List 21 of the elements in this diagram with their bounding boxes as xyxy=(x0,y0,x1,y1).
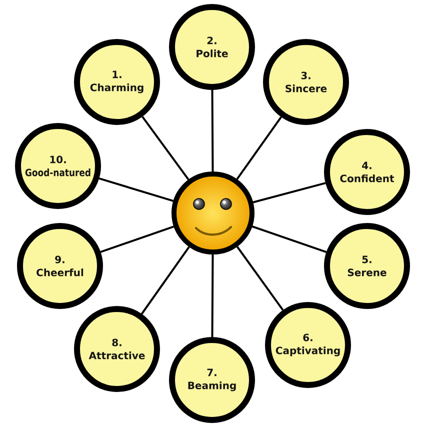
connector-line xyxy=(100,226,174,253)
circle-node: 5. Serene xyxy=(324,223,410,309)
circle-node: 6. Captivating xyxy=(265,302,351,388)
circle-node: 1. Charming xyxy=(74,39,160,125)
connector-line xyxy=(236,246,284,311)
circle-node: 9. Cheerful xyxy=(17,223,103,309)
connector-line xyxy=(211,254,214,338)
circle-node: 4. Confident xyxy=(324,129,410,215)
connector-line xyxy=(98,178,174,202)
connector-line xyxy=(252,182,326,204)
connector-line xyxy=(252,226,327,253)
connector-line xyxy=(211,90,214,172)
circle-node: 10. Good-natured xyxy=(15,123,101,209)
circle-node: 8. Attractive xyxy=(74,306,160,392)
smiley-face xyxy=(172,172,254,254)
circle-node: 7. Beaming xyxy=(169,337,255,423)
connector-line xyxy=(142,116,190,180)
circle-node: 2. Polite xyxy=(169,4,255,90)
circle-node: 3. Sincere xyxy=(263,39,349,125)
connector-line xyxy=(236,116,282,180)
connector-line xyxy=(140,246,190,314)
